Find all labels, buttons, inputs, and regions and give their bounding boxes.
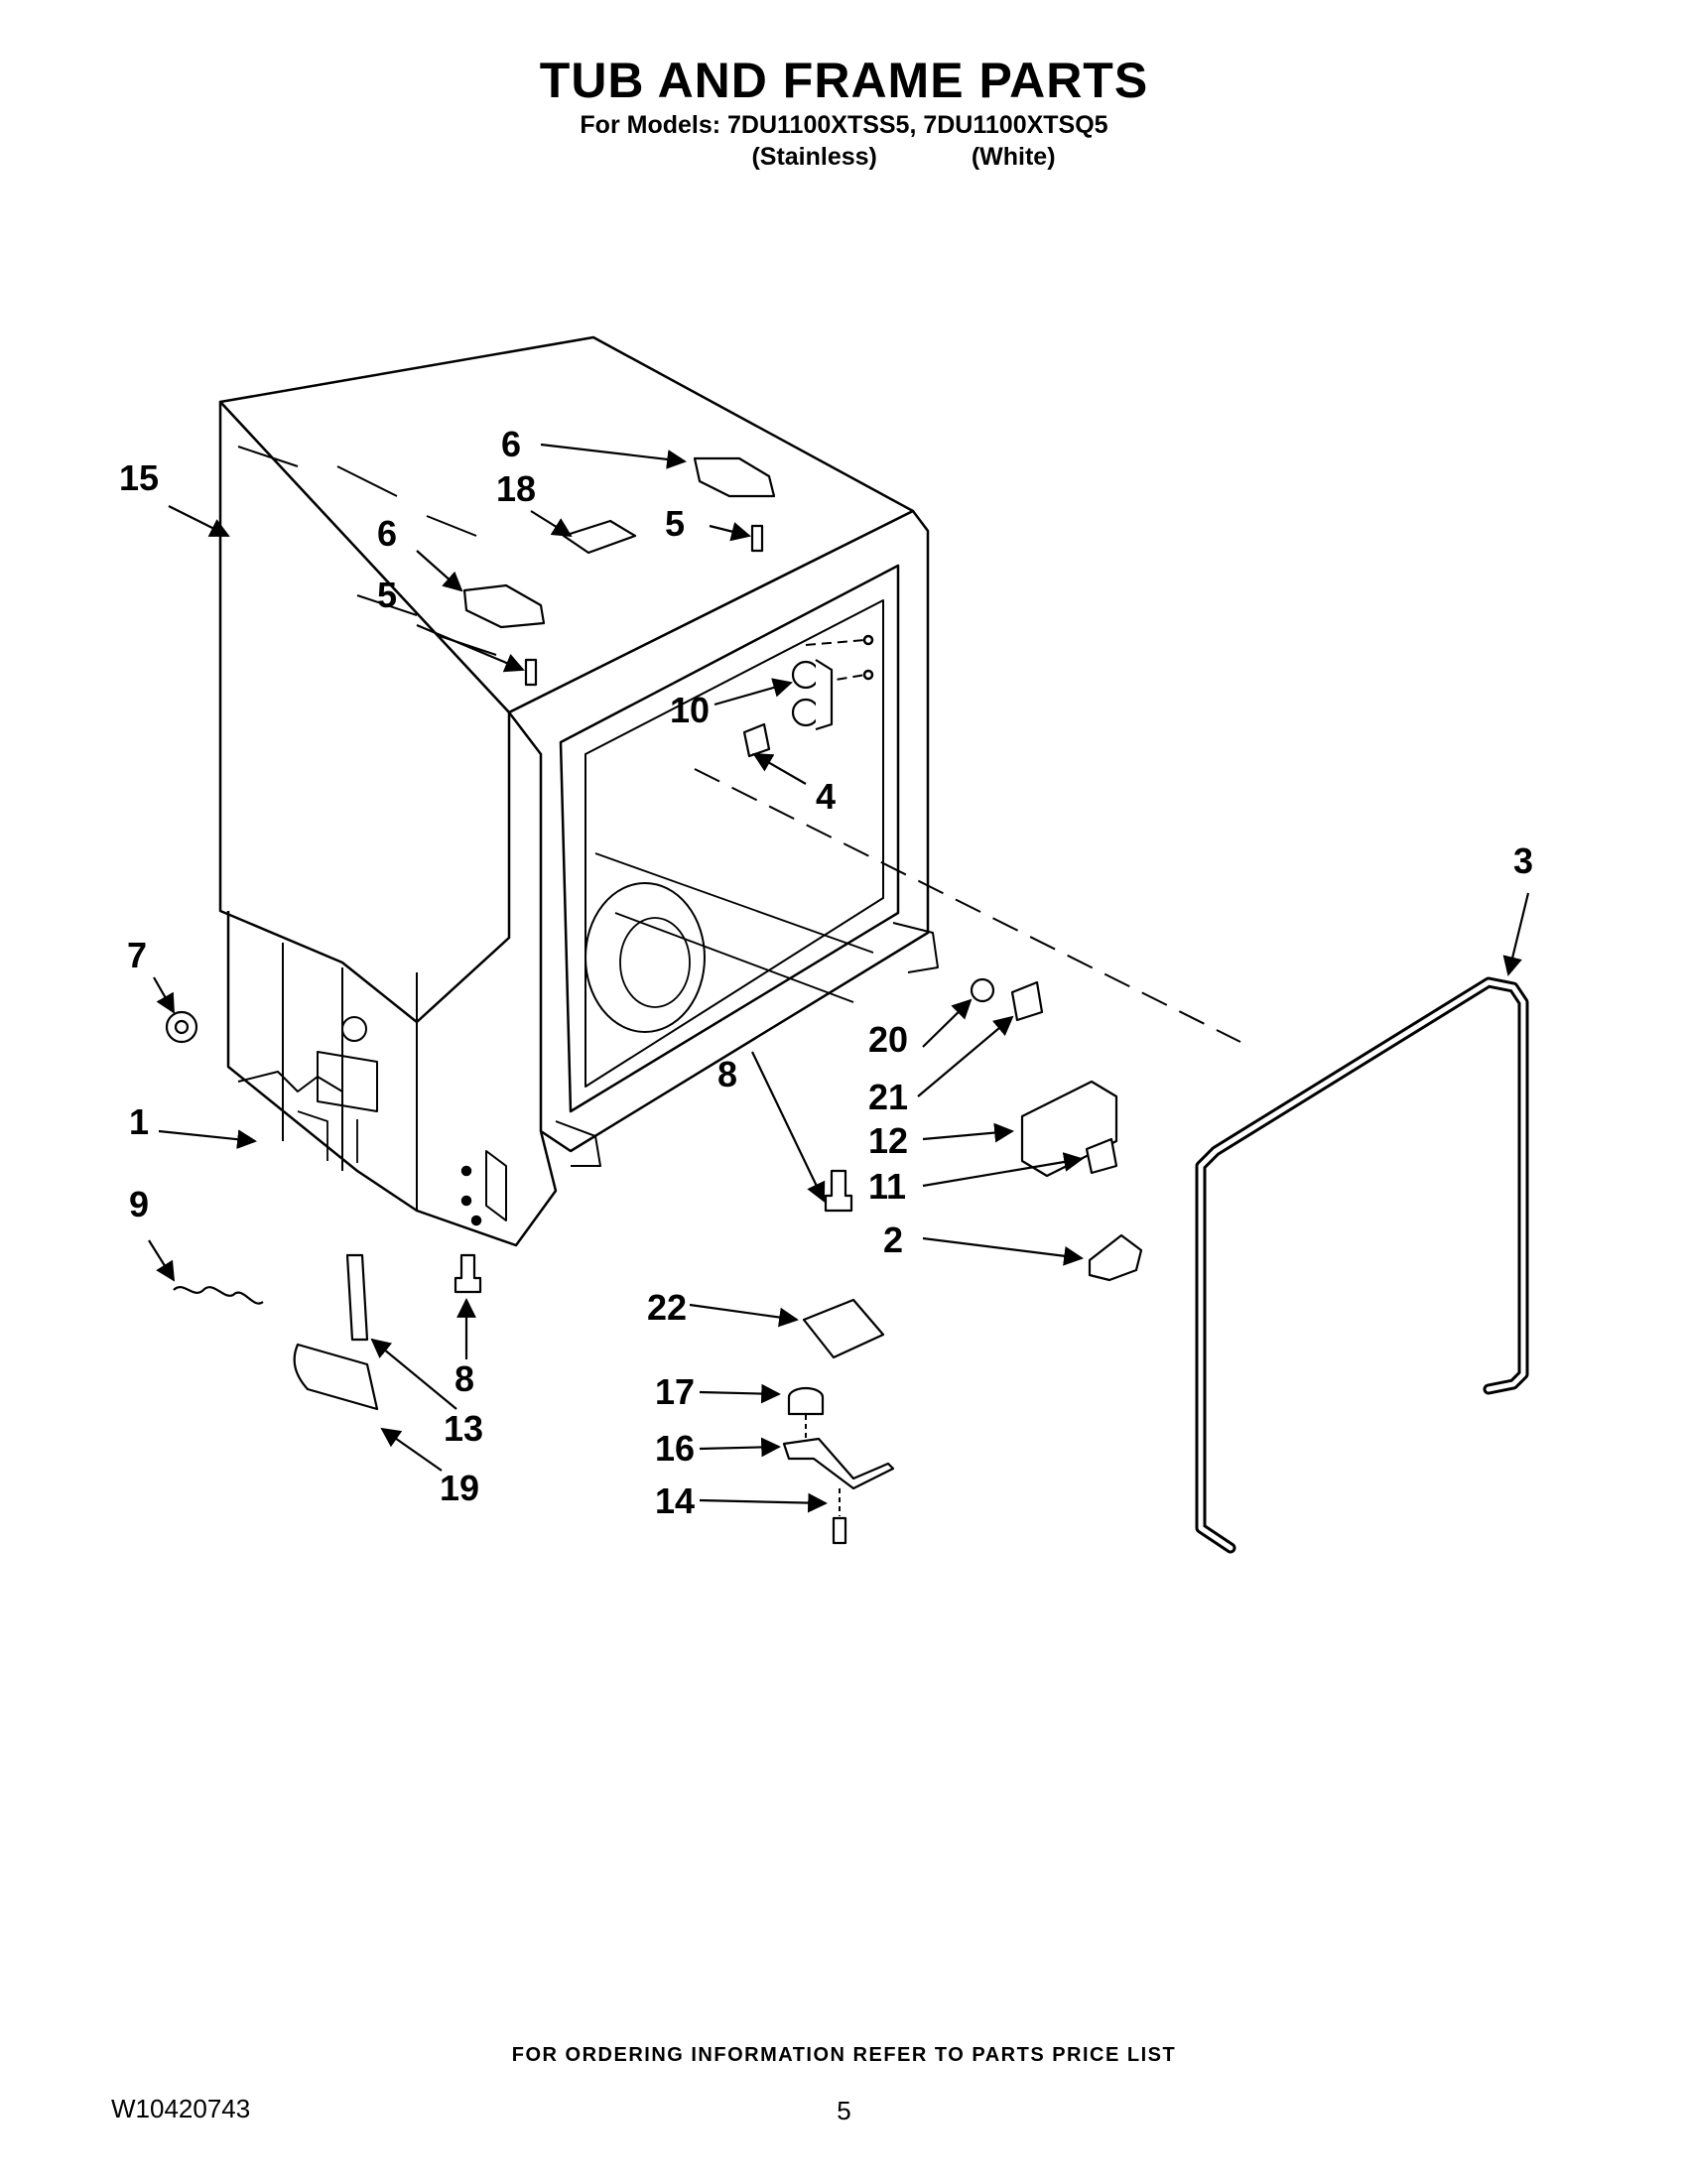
roller-upper bbox=[791, 660, 821, 690]
pad bbox=[802, 1298, 885, 1359]
callout-2: 2 bbox=[883, 1220, 903, 1260]
callout-5-top: 5 bbox=[665, 503, 685, 544]
callout-5-left: 5 bbox=[377, 575, 397, 615]
callout-15: 15 bbox=[119, 457, 159, 498]
callout-8-bottom: 8 bbox=[454, 1358, 474, 1399]
plate bbox=[562, 519, 637, 555]
bracket-upper-left bbox=[462, 583, 546, 629]
page-number: 5 bbox=[837, 2096, 851, 2125]
variant-stainless: (Stainless) bbox=[751, 143, 877, 171]
bracket-upper-right bbox=[693, 456, 776, 498]
callout-8-right: 8 bbox=[717, 1054, 737, 1094]
callout-17: 17 bbox=[655, 1371, 695, 1412]
screw-a bbox=[750, 524, 764, 553]
callout-6-left: 6 bbox=[377, 513, 397, 554]
document-number: W10420743 bbox=[111, 2094, 251, 2123]
star-washer bbox=[970, 977, 995, 1003]
cover bbox=[293, 1343, 379, 1411]
callout-22: 22 bbox=[647, 1287, 687, 1328]
callout-10: 10 bbox=[670, 690, 710, 730]
page-title: TUB AND FRAME PARTS bbox=[539, 53, 1149, 108]
model-variants: (Stainless) (White) bbox=[0, 143, 1688, 172]
callout-12: 12 bbox=[868, 1120, 908, 1161]
door-seal-inner bbox=[1198, 979, 1526, 1551]
callout-11: 11 bbox=[868, 1166, 906, 1207]
spring bbox=[173, 1286, 264, 1305]
bolt-11 bbox=[1085, 1137, 1118, 1175]
screw-4 bbox=[742, 722, 771, 758]
leg-right bbox=[824, 1169, 853, 1213]
bolt-21 bbox=[1010, 980, 1044, 1022]
door-seal bbox=[1195, 976, 1529, 1554]
ordering-info: FOR ORDERING INFORMATION REFER TO PARTS … bbox=[511, 2044, 1177, 2066]
callout-9: 9 bbox=[129, 1184, 149, 1224]
callout-19: 19 bbox=[440, 1468, 479, 1508]
screw-14 bbox=[832, 1516, 847, 1545]
callout-13: 13 bbox=[444, 1408, 483, 1449]
callout-1: 1 bbox=[129, 1101, 149, 1142]
callouts: 15 6 18 5 6 5 10 4 3 7 20 8 21 1 12 11 9… bbox=[119, 424, 1533, 1521]
callout-20: 20 bbox=[868, 1019, 908, 1060]
callout-18: 18 bbox=[496, 468, 536, 509]
thermostat-bracket bbox=[782, 1437, 895, 1490]
callout-6-top: 6 bbox=[501, 424, 521, 464]
callout-14: 14 bbox=[655, 1480, 695, 1521]
roller-lower bbox=[791, 698, 821, 727]
variant-white: (White) bbox=[971, 143, 1056, 171]
callout-3: 3 bbox=[1513, 840, 1533, 881]
clip bbox=[1088, 1233, 1143, 1282]
leg-left bbox=[454, 1253, 482, 1294]
callout-4: 4 bbox=[816, 776, 836, 817]
strip bbox=[345, 1253, 369, 1342]
models-line: For Models: 7DU1100XTSS5, 7DU1100XTSQ5 bbox=[580, 111, 1108, 139]
callout-21: 21 bbox=[868, 1077, 908, 1117]
screw-b bbox=[524, 658, 538, 687]
callout-7: 7 bbox=[127, 935, 147, 975]
callout-16: 16 bbox=[655, 1428, 695, 1469]
